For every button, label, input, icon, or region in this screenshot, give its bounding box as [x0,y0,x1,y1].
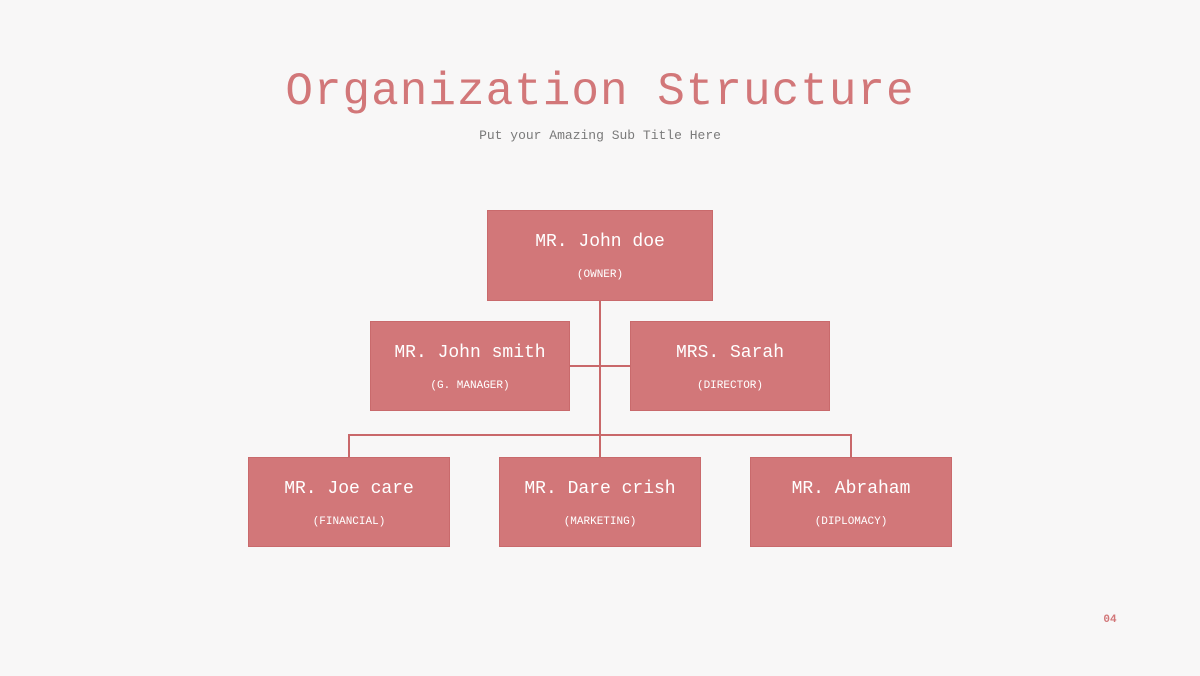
org-node-name: MR. Joe care [284,479,414,499]
org-node-g-manager: MR. John smith (G. MANAGER) [370,321,570,411]
org-node-role: (G. MANAGER) [430,380,510,392]
org-node-owner: MR. John doe (OWNER) [487,210,713,301]
org-node-financial: MR. Joe care (FINANCIAL) [248,457,450,547]
org-node-name: MR. John doe [535,232,665,252]
org-node-role: (DIPLOMACY) [814,516,888,528]
slide-subtitle: Put your Amazing Sub Title Here [479,128,721,143]
slide-title: Organization Structure [285,66,915,118]
page-number: 04 [1103,614,1117,626]
org-node-marketing: MR. Dare crish (MARKETING) [499,457,701,547]
org-node-name: MR. John smith [394,343,546,363]
org-node-director: MRS. Sarah (DIRECTOR) [630,321,830,411]
org-node-name: MRS. Sarah [675,343,785,363]
org-node-role: (DIRECTOR) [696,380,763,392]
org-node-diplomacy: MR. Abraham (DIPLOMACY) [750,457,952,547]
org-node-role: (OWNER) [576,269,624,281]
org-node-name: MR. Abraham [791,479,911,499]
org-node-name: MR. Dare crish [524,479,676,499]
org-node-role: (MARKETING) [563,516,637,528]
org-node-role: (FINANCIAL) [312,516,386,528]
